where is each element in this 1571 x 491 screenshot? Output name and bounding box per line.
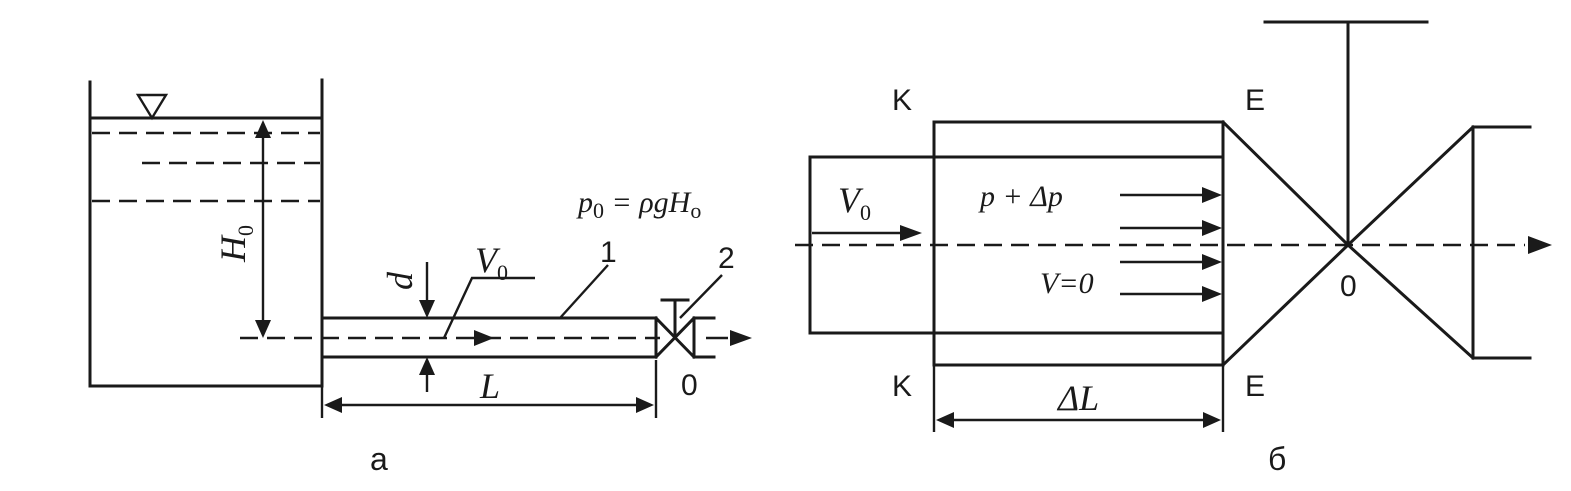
diameter-label: d — [380, 271, 420, 290]
panel-a: H0 d V0 1 p0 = ρgHo 2 — [88, 78, 752, 477]
valve-icon — [653, 298, 716, 360]
section-e-top: E — [1245, 84, 1265, 117]
panel-b-caption: б — [1268, 441, 1286, 477]
pressure-formula: p0 = ρgHo — [576, 186, 701, 223]
outlet-arrow — [730, 330, 752, 346]
valve-point-label: 0 — [681, 369, 698, 402]
segment-label: ΔL — [1056, 378, 1099, 418]
zero-velocity-label: V=0 — [1040, 267, 1094, 300]
tank-wall — [88, 78, 324, 388]
pressure-label: p + Δp — [978, 180, 1063, 213]
segment-arrow-right — [1203, 412, 1221, 428]
section-k-top: K — [892, 84, 912, 117]
pressure-arrows — [1120, 187, 1222, 302]
velocity-leader — [442, 276, 535, 339]
valve-cone-right — [1345, 124, 1476, 361]
flow-arrow — [474, 330, 494, 346]
axis-arrow — [1528, 236, 1552, 254]
diameter-arrow-bottom — [419, 357, 435, 375]
segment-arrow-left — [936, 412, 954, 428]
water-level-icon — [135, 93, 169, 121]
valve-number-leader — [679, 274, 723, 319]
diameter-arrow-top — [419, 300, 435, 318]
head-arrow-top — [255, 120, 271, 138]
head-label: H0 — [213, 225, 258, 263]
valve-point-label: 0 — [1340, 270, 1357, 303]
section-k-bottom: K — [892, 370, 912, 403]
length-label: L — [479, 366, 500, 406]
panel-b: V0 p + Δp V=0 K K E E 0 ΔL б — [795, 20, 1552, 477]
velocity-label: V0 — [475, 240, 508, 285]
velocity-arrow-head — [900, 225, 922, 241]
valve-number: 2 — [718, 242, 735, 275]
length-arrow-left — [324, 397, 342, 413]
length-arrow-right — [636, 397, 654, 413]
section-e-bottom: E — [1245, 370, 1265, 403]
pipe-number: 1 — [600, 236, 617, 269]
panel-a-caption: а — [370, 441, 388, 477]
valve-cone-left — [1220, 119, 1351, 368]
velocity-label: V0 — [838, 180, 871, 225]
head-arrow-bottom — [255, 320, 271, 338]
pipe-number-leader — [559, 264, 609, 319]
